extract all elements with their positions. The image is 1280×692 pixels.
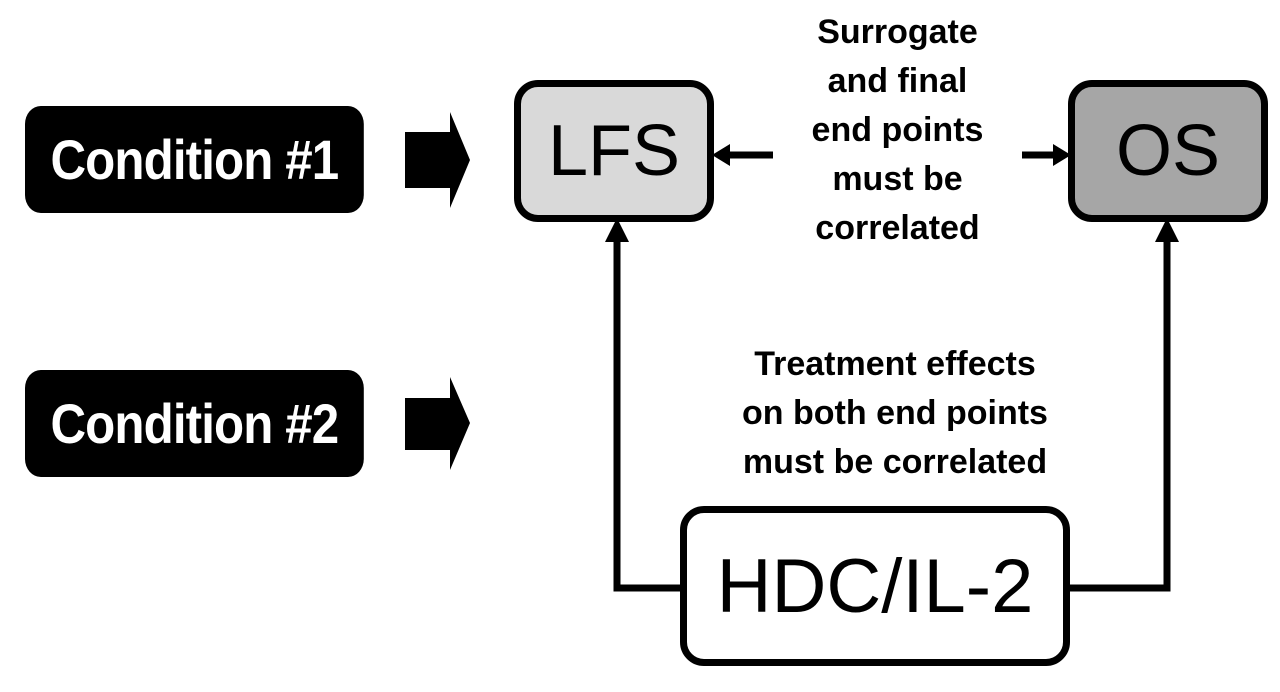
- treatment-to-lfs-head: [605, 218, 629, 242]
- lfs-label: LFS: [547, 111, 681, 191]
- condition-1-text: Condition #1: [50, 128, 339, 191]
- surrogate-line: Surrogate: [817, 13, 978, 51]
- treatment-caption: Treatment effects on both end points mus…: [680, 340, 1110, 487]
- condition-1-arrow: [405, 112, 470, 208]
- condition-2-arrow: [405, 377, 470, 470]
- arrow-to-os-head: [1053, 144, 1071, 166]
- condition-1-label: Condition #1: [25, 106, 364, 213]
- surrogate-line: and final: [827, 62, 968, 100]
- treatment-node: HDC/IL-2: [680, 506, 1070, 666]
- arrow-to-lfs-head: [712, 144, 730, 166]
- os-label: OS: [1115, 111, 1221, 191]
- surrogate-line: correlated: [815, 209, 980, 247]
- treatment-line: must be correlated: [742, 443, 1048, 481]
- surrogate-caption: Surrogate and final end points must be c…: [770, 8, 1025, 253]
- lfs-node: LFS: [514, 80, 714, 222]
- os-node: OS: [1068, 80, 1268, 222]
- treatment-to-os-head: [1155, 218, 1179, 242]
- treatment-line: Treatment effects: [754, 345, 1036, 383]
- surrogate-line: must be: [832, 160, 963, 198]
- treatment-label: HDC/IL-2: [716, 543, 1034, 629]
- treatment-line: on both end points: [742, 394, 1048, 432]
- treatment-to-os-line: [1062, 235, 1171, 592]
- condition-2-label: Condition #2: [25, 370, 364, 477]
- treatment-to-lfs-line: [613, 235, 686, 592]
- condition-2-text: Condition #2: [50, 392, 339, 455]
- surrogate-line: end points: [811, 111, 984, 149]
